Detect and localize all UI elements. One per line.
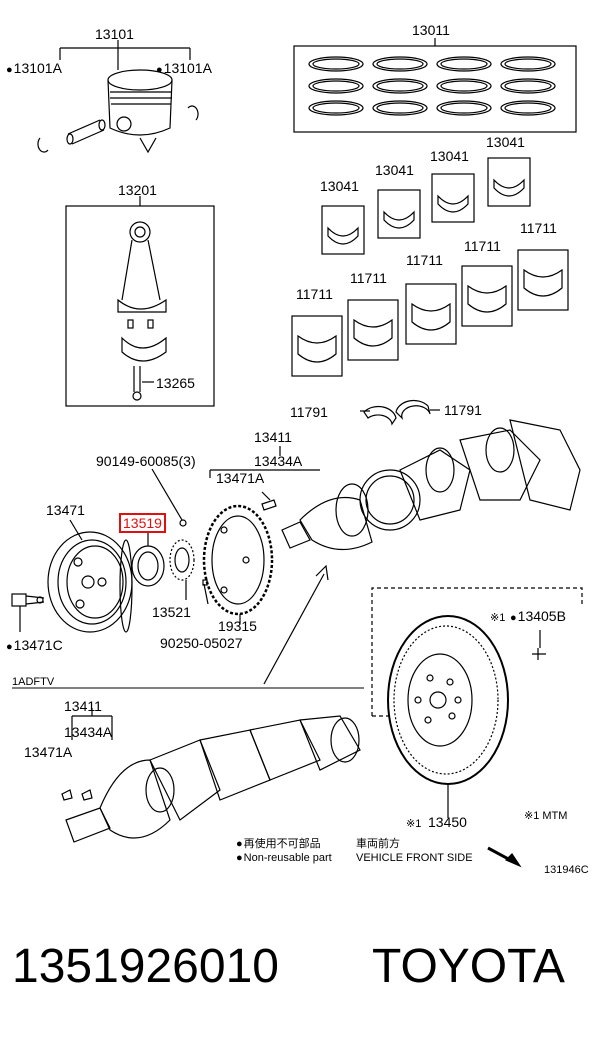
crank-timing-gear	[131, 532, 165, 587]
label-13450[interactable]: 13450	[428, 814, 467, 830]
flywheel	[387, 615, 546, 818]
piston-ring-inner	[504, 80, 552, 92]
piston-ring-inner	[312, 58, 360, 70]
vehicle-front-arrow	[487, 846, 522, 868]
piston-ring-inner	[376, 58, 424, 70]
main-bearing-shell	[517, 249, 569, 311]
piston-ring-inner	[376, 102, 424, 114]
label-13471a-top[interactable]: 13471A	[216, 470, 265, 486]
piston-ring	[436, 78, 492, 94]
label-13041-4[interactable]: 13041	[486, 134, 525, 150]
piston-ring	[436, 100, 492, 116]
pulley-bolt	[11, 593, 45, 632]
label-13471a-bottom[interactable]: 13471A	[24, 744, 73, 760]
label-13411-bottom[interactable]: 13411	[64, 698, 102, 714]
label-13011[interactable]: 13011	[412, 22, 450, 38]
crankshaft-1adftv	[61, 708, 361, 843]
piston-ring	[308, 56, 364, 72]
label-13519-highlighted[interactable]: 13519	[119, 513, 166, 533]
piston-ring	[372, 56, 428, 72]
figure-code: 131946C	[544, 864, 589, 876]
label-13101a-right[interactable]: 13101A	[156, 60, 212, 78]
label-90149[interactable]: 90149-60085(3)	[96, 453, 196, 469]
piston-ring	[500, 100, 556, 116]
label-13201[interactable]: 13201	[118, 182, 157, 198]
label-11711-5[interactable]: 11711	[520, 220, 557, 236]
piston-ring	[308, 100, 364, 116]
piston-ring	[436, 56, 492, 72]
rod-bearing-shell	[487, 157, 531, 207]
label-13471[interactable]: 13471	[46, 502, 85, 518]
piston-ring	[372, 78, 428, 94]
main-bearing-shell	[291, 315, 343, 377]
label-13471c[interactable]: 13471C	[6, 637, 63, 655]
label-13434a-top[interactable]: 13434A	[254, 453, 303, 469]
main-bearing-shell	[347, 299, 399, 361]
part-number: 1351926010	[12, 940, 279, 993]
rod-bearing-shell	[377, 189, 421, 239]
brand-name: TOYOTA	[372, 940, 565, 993]
label-13041-2[interactable]: 13041	[375, 162, 414, 178]
connecting-rod-assembly	[65, 196, 215, 407]
piston-ring	[500, 56, 556, 72]
rod-bearing-shell	[431, 173, 475, 223]
crank-key	[261, 491, 277, 511]
label-13450-mark: ※1	[406, 818, 422, 830]
legend-nonreusable-jp: 再使用不可部品	[236, 838, 321, 850]
piston-ring-inner	[440, 58, 488, 70]
label-19315[interactable]: 19315	[218, 618, 257, 634]
label-13041-1[interactable]: 13041	[320, 178, 359, 194]
label-13101[interactable]: 13101	[95, 26, 134, 42]
crank-pulley	[47, 519, 133, 633]
thrust-washers	[360, 399, 440, 426]
piston-ring	[500, 78, 556, 94]
label-13265[interactable]: 13265	[156, 375, 195, 391]
rod-bearing-shell	[321, 205, 365, 255]
label-11711-3[interactable]: 11711	[406, 252, 443, 268]
label-11711-4[interactable]: 11711	[464, 238, 501, 254]
label-11791-right[interactable]: 11791	[444, 402, 482, 418]
legend-nonreusable-en: Non-reusable part	[236, 852, 332, 864]
label-13101a-left[interactable]: 13101A	[6, 60, 62, 78]
piston-ring-inner	[504, 102, 552, 114]
main-bearing-shell	[461, 265, 513, 327]
label-11791-left[interactable]: 11791	[290, 404, 328, 420]
label-13405b[interactable]: 13405B	[510, 608, 566, 626]
piston-assembly	[37, 40, 199, 154]
label-13434a-bottom[interactable]: 13434A	[64, 724, 113, 740]
label-11711-1[interactable]: 11711	[296, 286, 333, 302]
label-13405b-mark: ※1	[490, 612, 506, 624]
piston-ring	[308, 78, 364, 94]
section-label: 1ADFTV	[12, 676, 55, 688]
crankshaft-main	[209, 419, 581, 551]
crank-sprocket	[169, 539, 195, 600]
piston-ring-inner	[440, 80, 488, 92]
label-90250[interactable]: 90250-05027	[160, 635, 243, 651]
piston-ring-inner	[312, 102, 360, 114]
label-13411-top[interactable]: 13411	[254, 429, 292, 445]
legend-front-en: VEHICLE FRONT SIDE	[356, 852, 473, 864]
piston-ring-set	[293, 38, 577, 133]
piston-ring	[372, 100, 428, 116]
label-13041-3[interactable]: 13041	[430, 148, 469, 164]
label-11711-2[interactable]: 11711	[350, 270, 387, 286]
bearing-shells	[291, 157, 569, 377]
timing-rotor	[202, 504, 274, 624]
legend-note: ※1 MTM	[524, 810, 568, 822]
label-13521[interactable]: 13521	[152, 604, 191, 620]
main-bearing-shell	[405, 283, 457, 345]
assembly-arrow	[263, 564, 329, 685]
piston-ring-inner	[312, 80, 360, 92]
piston-ring-inner	[440, 102, 488, 114]
legend-front-jp: 車両前方	[356, 838, 400, 850]
piston-ring-inner	[504, 58, 552, 70]
piston-ring-inner	[376, 80, 424, 92]
